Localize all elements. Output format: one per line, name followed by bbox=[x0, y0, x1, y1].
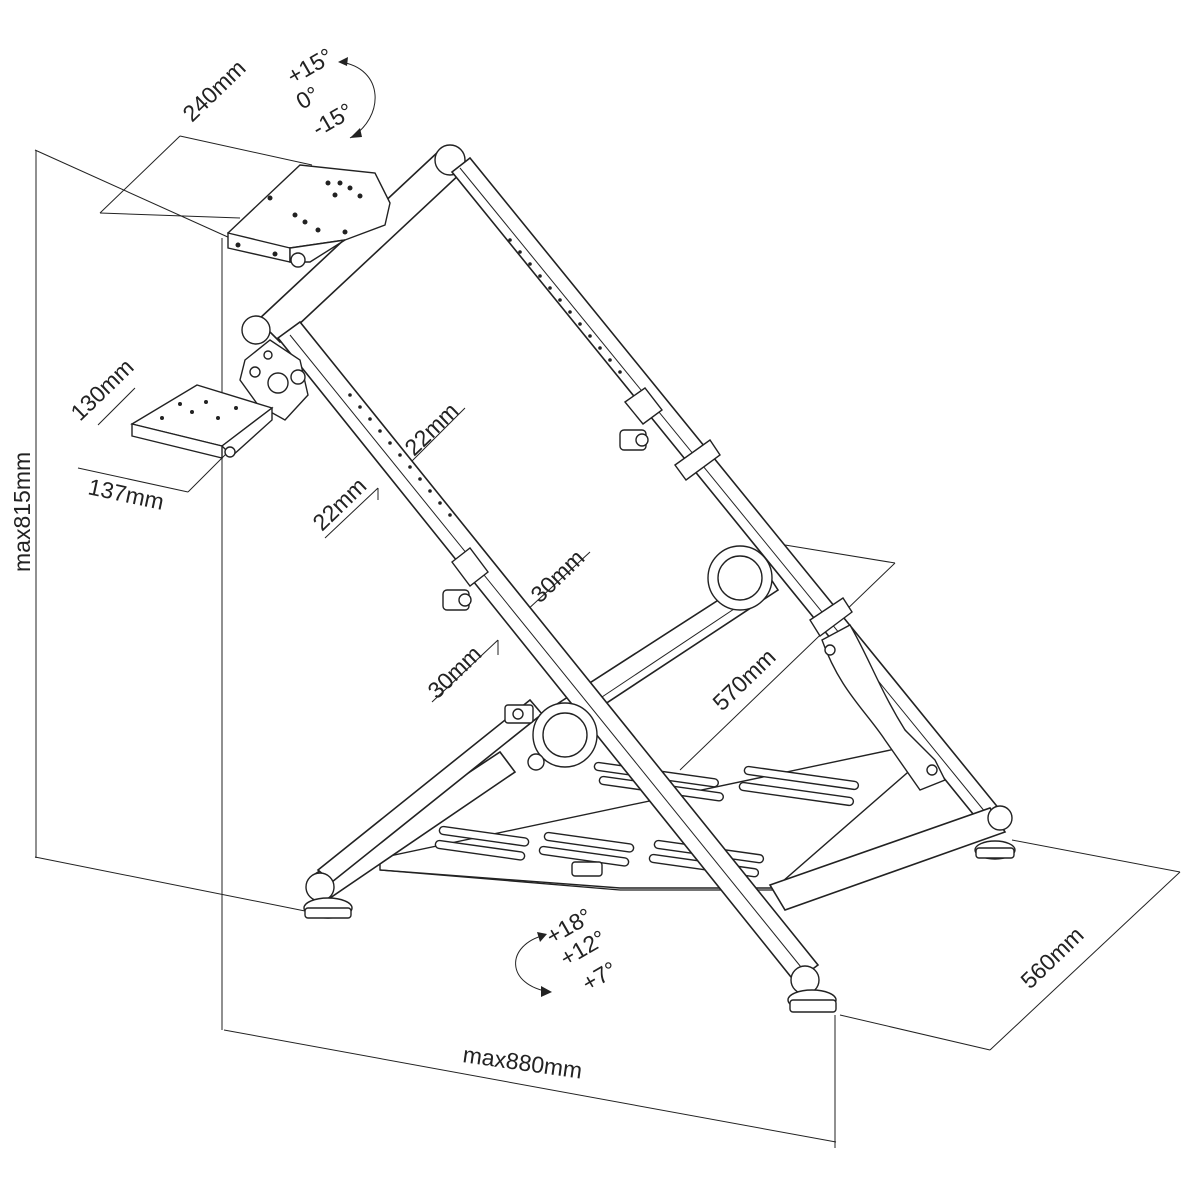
extension-lines bbox=[34, 135, 1181, 1148]
lock-knob-right-icon bbox=[619, 429, 649, 451]
label-shifter-depth: 130mm bbox=[65, 354, 138, 426]
label-wheel-plate-width: 240mm bbox=[177, 55, 250, 127]
label-pedal-span: 570mm bbox=[707, 644, 780, 716]
label-upright-tube-a: 22mm bbox=[399, 398, 463, 461]
front-right-cap bbox=[987, 805, 1013, 831]
label-max-length: max880mm bbox=[461, 1041, 584, 1083]
label-brace-b: 30mm bbox=[422, 641, 486, 704]
rear-pin bbox=[504, 704, 545, 771]
rail-collars bbox=[451, 387, 853, 638]
lock-knob-left-icon bbox=[442, 589, 472, 611]
wheel-plate-holes bbox=[235, 180, 363, 257]
platform-clip bbox=[571, 861, 603, 877]
label-max-height: max815mm bbox=[9, 452, 35, 572]
top-left-cap bbox=[241, 315, 271, 345]
label-brace-a: 30mm bbox=[525, 545, 589, 608]
hinge-lower-icon bbox=[532, 702, 598, 768]
dimension-labels: 240mm +15° 0° -15° 130mm 137mm 22mm 22mm… bbox=[9, 43, 1089, 1084]
shifter-bracket bbox=[239, 339, 309, 421]
rear-left-cap bbox=[305, 872, 335, 902]
label-shifter-width: 137mm bbox=[86, 473, 166, 514]
label-base-width: 560mm bbox=[1015, 922, 1088, 994]
angle-bracket bbox=[821, 624, 946, 791]
adjustment-holes bbox=[348, 238, 622, 517]
wheel-mount-plate bbox=[226, 164, 391, 268]
hinge-upper-icon bbox=[707, 545, 773, 611]
tilt-arrow-bottom-icon bbox=[515, 932, 552, 997]
tilt-arrow-top-icon bbox=[338, 57, 376, 139]
shifter-plate bbox=[130, 384, 274, 459]
label-upright-tube-b: 22mm bbox=[307, 473, 371, 536]
